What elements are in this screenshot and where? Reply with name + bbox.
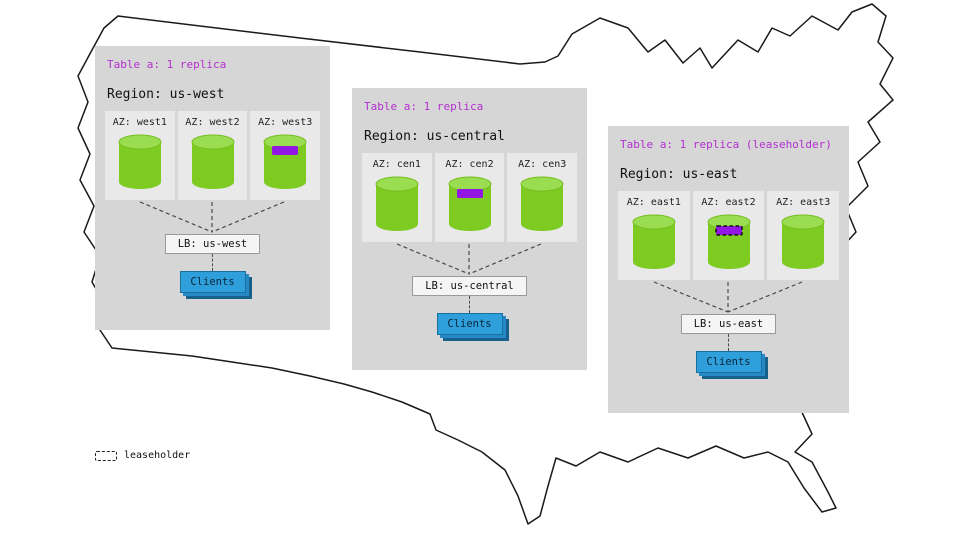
- load-balancer: LB: us-central: [412, 276, 527, 296]
- az-west1: AZ: west1: [105, 111, 175, 200]
- load-balancer: LB: us-east: [680, 314, 777, 334]
- lb-clients-connector: [728, 334, 729, 351]
- replica-cylinder: [191, 134, 234, 189]
- az-row: AZ: east1 AZ: east2 AZ: east3: [618, 191, 840, 280]
- replica-marker: [456, 189, 483, 198]
- replica-cylinder: [520, 176, 564, 231]
- leaseholder-marker: [714, 225, 743, 236]
- clients-box: Clients: [436, 313, 503, 335]
- region-title: Region: us-east: [620, 167, 738, 182]
- replica-cylinder: [118, 134, 162, 189]
- az-row: AZ: cen1 AZ: cen2 AZ: cen3: [362, 153, 578, 242]
- connector-lines: [396, 243, 542, 275]
- az-cen2: AZ: cen2: [434, 153, 505, 242]
- legend-label: leaseholder: [124, 450, 191, 461]
- replica-cylinder: [781, 214, 825, 269]
- replica-cylinder: [632, 214, 676, 269]
- replica-marker: [272, 146, 299, 155]
- replica-cylinder: [263, 134, 307, 189]
- az-west3: AZ: west3: [250, 111, 321, 200]
- clients-box: Clients: [179, 271, 246, 293]
- az-label: AZ: east1: [626, 197, 681, 208]
- az-label: AZ: east3: [776, 197, 831, 208]
- lb-clients-connector: [212, 254, 213, 271]
- region-title: Region: us-west: [107, 87, 225, 102]
- leaseholder-swatch-icon: [95, 450, 117, 461]
- az-label: AZ: west3: [258, 117, 313, 128]
- table-replica-label: Table a: 1 replica (leaseholder): [620, 138, 832, 151]
- lb-clients-connector: [469, 296, 470, 313]
- clients-box: Clients: [695, 351, 762, 373]
- connector-lines: [139, 201, 285, 233]
- az-east2: AZ: east2: [692, 191, 765, 280]
- az-label: AZ: east2: [701, 197, 756, 208]
- az-label: AZ: west2: [185, 117, 240, 128]
- table-replica-label: Table a: 1 replica: [107, 58, 227, 71]
- replica-cylinder: [707, 214, 750, 269]
- connector-lines: [653, 281, 803, 313]
- az-label: AZ: west1: [112, 117, 167, 128]
- legend: leaseholder: [95, 450, 190, 461]
- az-west2: AZ: west2: [177, 111, 248, 200]
- region-panel-us-west: Table a: 1 replica Region: us-west AZ: w…: [95, 46, 330, 330]
- load-balancer: LB: us-west: [164, 234, 261, 254]
- az-cen1: AZ: cen1: [362, 153, 432, 242]
- az-label: AZ: cen3: [518, 159, 567, 170]
- replica-cylinder: [375, 176, 419, 231]
- az-row: AZ: west1 AZ: west2 AZ: west3: [105, 111, 321, 200]
- region-panel-us-central: Table a: 1 replica Region: us-central AZ…: [352, 88, 587, 370]
- az-label: AZ: cen1: [372, 159, 421, 170]
- region-panel-us-east: Table a: 1 replica (leaseholder) Region:…: [608, 126, 849, 413]
- region-title: Region: us-central: [364, 129, 505, 144]
- az-cen3: AZ: cen3: [507, 153, 578, 242]
- az-east3: AZ: east3: [767, 191, 840, 280]
- replica-cylinder: [448, 176, 491, 231]
- az-east1: AZ: east1: [618, 191, 690, 280]
- az-label: AZ: cen2: [445, 159, 494, 170]
- table-replica-label: Table a: 1 replica: [364, 100, 484, 113]
